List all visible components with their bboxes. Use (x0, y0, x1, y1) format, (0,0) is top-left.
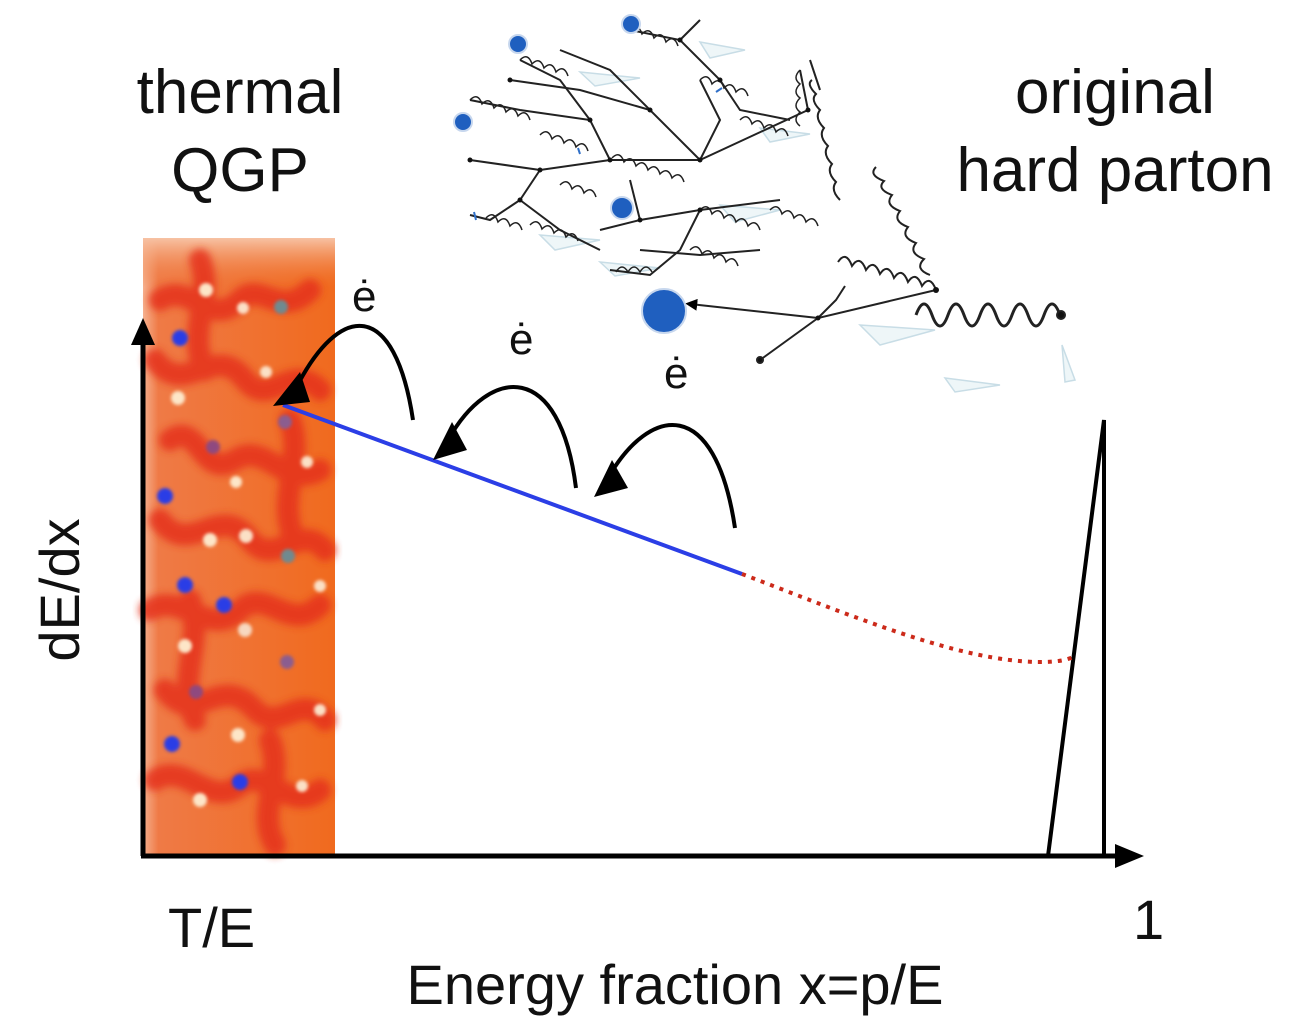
cascade-arrowhead-2 (433, 422, 467, 460)
axes (131, 318, 1144, 868)
cascade-arrow-2 (446, 385, 578, 489)
parton-shower-tree (453, 14, 1077, 393)
x-tick-left: T/E (168, 896, 256, 959)
qgp-particles (157, 283, 326, 807)
cascade-arrowhead-3 (594, 460, 628, 497)
hard-parton-label: hard parton (956, 136, 1274, 205)
parton-endpoint (1056, 310, 1066, 320)
qgp-block (139, 238, 336, 856)
y-axis-label: dE/dx (28, 518, 91, 662)
quark-dots (453, 14, 687, 334)
dedx-blue-line (282, 403, 743, 576)
x-tick-right: 1 (1133, 888, 1165, 951)
cascade-arrow-3 (606, 423, 737, 529)
cascade-arrows (293, 323, 737, 529)
dedx-red-dotted (741, 572, 1076, 665)
cascade-arrow-1 (293, 323, 415, 421)
x-axis-label: Energy fraction x=p/E (406, 953, 944, 1016)
original-label: original (1015, 58, 1215, 127)
energy-rate-label-3: ė (664, 349, 689, 398)
thermal-label: thermal (136, 58, 344, 127)
x-axis-arrowhead (1115, 844, 1144, 868)
energy-rate-label-2: ė (509, 315, 534, 364)
hard-parton-peak (1046, 419, 1106, 857)
cascade-arrowhead-1 (273, 372, 310, 406)
energy-rate-label-1: ė (352, 272, 377, 321)
shower-shadow-arrows (538, 40, 1077, 393)
qgp-label: QGP (171, 136, 309, 205)
gluon-main (914, 302, 1062, 328)
y-axis-arrowhead (131, 318, 155, 345)
